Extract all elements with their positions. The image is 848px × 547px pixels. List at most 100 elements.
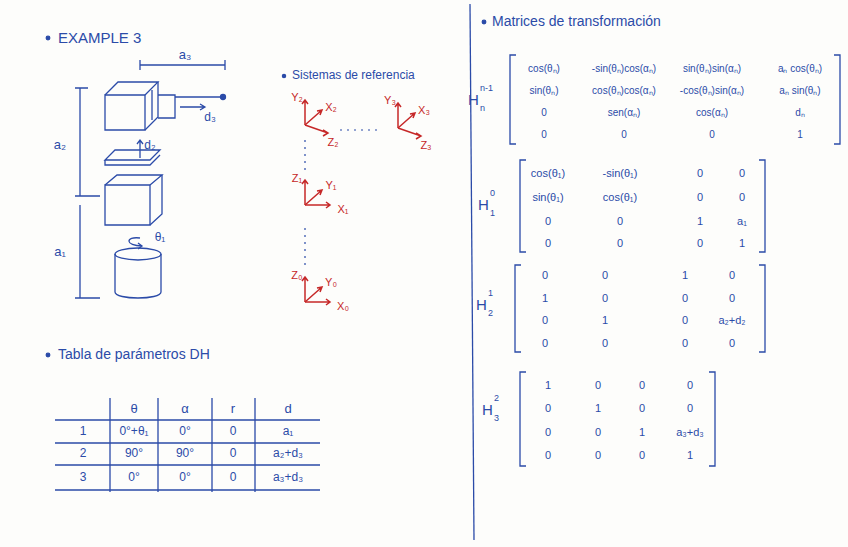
- axis-label: X₁: [337, 203, 348, 215]
- matrix-entry: 0: [729, 269, 735, 281]
- matrix-entry: -cos(θₙ)sin(αₙ): [680, 85, 744, 96]
- matrix-entry: 0: [639, 449, 645, 461]
- matrix-entry: 0: [602, 292, 608, 304]
- matrix-entry: 0: [729, 292, 735, 304]
- matrix-entry: cos(θₙ): [528, 63, 560, 74]
- axis-label: Y₁: [325, 179, 336, 191]
- axis-label: Z₃: [420, 139, 431, 151]
- table-cell: r: [231, 402, 235, 416]
- matrix-entry: sin(θₙ): [529, 85, 558, 96]
- matrix-entry: 0: [697, 237, 703, 249]
- matrix-entry: 0: [545, 215, 551, 227]
- matrix-entry: 0: [545, 449, 551, 461]
- matrix-entry: aₙ cos(θₙ): [778, 63, 822, 74]
- table-cell: 0°+θ₁: [119, 425, 148, 438]
- superscript: 0: [490, 189, 495, 199]
- matrix-entry: a₃+d₃: [676, 426, 704, 438]
- dimension: θ₁: [155, 231, 166, 244]
- matrix-entry: 0: [617, 237, 623, 249]
- matrix-entry: 0: [542, 269, 548, 281]
- matrix-entry: 1: [542, 292, 548, 304]
- matrix-entry: 1: [697, 215, 703, 227]
- dimension: a₂: [54, 138, 66, 152]
- matrix-entry: 0: [602, 337, 608, 349]
- matrix-entry: 1: [545, 379, 551, 391]
- matrix-entry: 0: [602, 269, 608, 281]
- matrix-symbol: H: [476, 297, 487, 314]
- matrix-entry: 1: [595, 402, 601, 414]
- table-cell: 90°: [176, 447, 194, 460]
- superscript: n-1: [480, 84, 493, 94]
- matrix-entry: 1: [602, 314, 608, 326]
- subscript: 2: [488, 309, 493, 319]
- matrix-entry: 0: [709, 129, 715, 140]
- axis-label: X₃: [418, 104, 430, 116]
- superscript: 1: [488, 289, 493, 299]
- table-cell: 0: [230, 471, 237, 484]
- matrix-entry: 1: [739, 237, 745, 249]
- dimension: d₂: [144, 139, 155, 152]
- matrix-entry: 0: [542, 314, 548, 326]
- matrix-entry: 0: [697, 191, 703, 203]
- subscript: 3: [494, 414, 499, 424]
- matrix-entry: 0: [545, 237, 551, 249]
- matrix-entry: 0: [682, 292, 688, 304]
- matrix-entry: cos(θₙ)cos(αₙ): [592, 85, 656, 96]
- table-cell: 90°: [125, 447, 143, 460]
- matrix-entry: 0: [545, 402, 551, 414]
- heading: Tabla de parámetros DH: [58, 347, 210, 362]
- matrix-entry: cos(θ₁): [531, 167, 565, 179]
- axis-label: Y₀: [325, 276, 337, 288]
- axis-label: Y₂: [291, 91, 303, 103]
- title: EXAMPLE 3: [58, 30, 141, 47]
- matrix-entry: 0: [739, 191, 745, 203]
- matrix-entry: 0: [682, 314, 688, 326]
- matrix-entry: a₂+d₂: [718, 314, 745, 326]
- table-cell: a₃+d₃: [273, 471, 303, 484]
- dimension: a₃: [179, 48, 192, 62]
- subscript: 1: [490, 209, 495, 219]
- matrix-entry: 0: [682, 337, 688, 349]
- matrix-entry: 0: [595, 379, 601, 391]
- heading: Matrices de transformación: [492, 14, 661, 29]
- matrix-entry: 0: [545, 426, 551, 438]
- matrix-symbol: H: [468, 92, 479, 109]
- table-cell: 0°: [128, 471, 139, 484]
- axis-label: Y₃: [384, 94, 396, 106]
- matrix-entry: 0: [542, 337, 548, 349]
- superscript: 2: [494, 394, 499, 404]
- matrix-symbol: H: [478, 197, 489, 214]
- matrix-entry: dₙ: [795, 107, 805, 118]
- matrix-entry: 0: [617, 215, 623, 227]
- table-cell: d: [284, 402, 291, 416]
- table-cell: 0: [230, 425, 237, 438]
- axis-label: X₀: [337, 300, 349, 312]
- matrix-entry: 0: [541, 129, 547, 140]
- matrix-entry: aₙ sin(θₙ): [779, 85, 820, 96]
- matrix-symbol: H: [482, 402, 493, 419]
- heading: Sistemas de referencia: [292, 69, 415, 82]
- table-cell: 2: [80, 447, 87, 460]
- table-cell: 0°: [179, 471, 190, 484]
- table-cell: θ: [130, 402, 137, 416]
- table-cell: 3: [80, 471, 87, 484]
- matrix-entry: 0: [639, 402, 645, 414]
- matrix-entry: 1: [687, 449, 693, 461]
- matrix-entry: sin(θₙ)sin(αₙ): [683, 63, 741, 74]
- axis-label: Z₂: [328, 136, 339, 148]
- matrix-entry: 1: [682, 269, 688, 281]
- matrix-entry: 1: [639, 426, 645, 438]
- table-cell: 1: [80, 425, 87, 438]
- matrix-entry: 0: [687, 402, 693, 414]
- matrix-entry: cos(αₙ): [696, 107, 728, 118]
- matrix-entry: -sin(θ₁): [603, 167, 638, 179]
- axis-label: X₂: [325, 101, 337, 113]
- matrix-entry: sin(θ₁): [532, 191, 563, 203]
- dimension: d₃: [204, 111, 216, 124]
- subscript: n: [480, 104, 485, 114]
- table-cell: 0°: [179, 425, 190, 438]
- table-cell: a₂+d₃: [273, 447, 303, 460]
- matrix-entry: 0: [541, 107, 547, 118]
